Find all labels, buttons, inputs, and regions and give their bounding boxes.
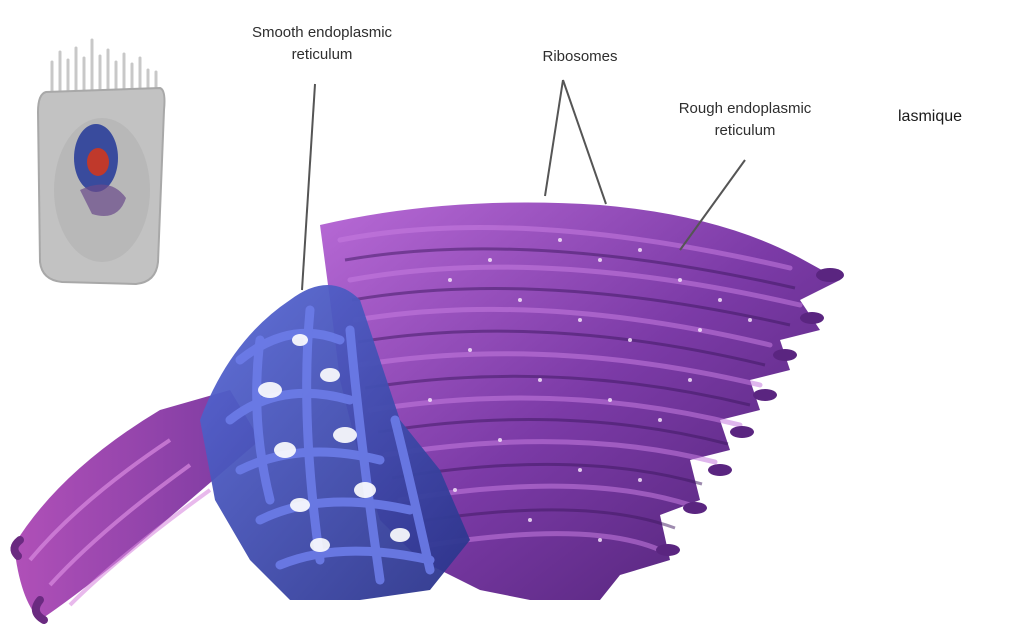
ribosome-pointer-1 (545, 80, 563, 196)
cell-nucleolus (87, 148, 109, 176)
smooth-er-label: Smooth endoplasmic reticulum (192, 22, 452, 66)
smooth-er-pointer (302, 84, 315, 290)
cell-microvilli (52, 40, 156, 95)
smooth-er-label-line-1: Smooth endoplasmic (192, 22, 452, 44)
ribosomes-label: Ribosomes (505, 46, 655, 68)
cell-thumbnail (38, 40, 165, 284)
rough-er-label: Rough endoplasmic reticulum (615, 98, 875, 142)
ribosome-pointer-2 (563, 80, 606, 204)
rough-er-label-line-2: reticulum (615, 120, 875, 142)
smooth-er-label-line-2: reticulum (192, 44, 452, 66)
side-text: lasmique (898, 106, 1008, 128)
rough-er-label-line-1: Rough endoplasmic (615, 98, 875, 120)
